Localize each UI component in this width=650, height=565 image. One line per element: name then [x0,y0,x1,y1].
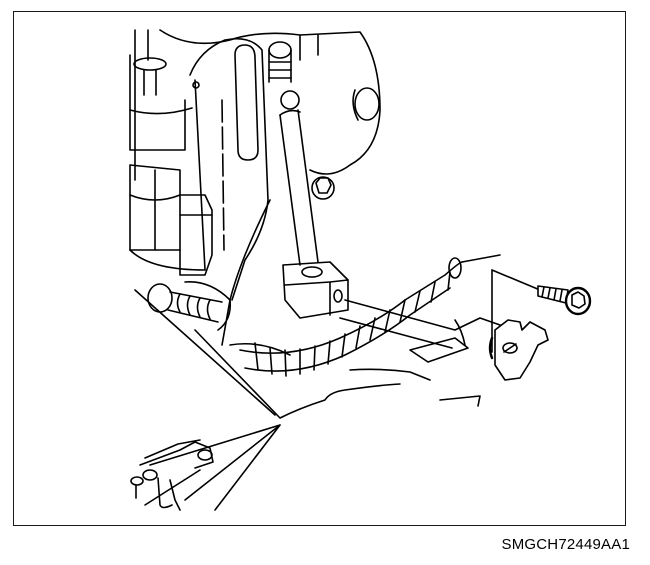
wiring-harness [239,257,463,377]
actuator-housing [129,54,213,276]
slotted-bracket [189,37,269,301]
figure-caption-code: SMGCH72449AA1 [501,536,630,553]
ground-strap [339,299,501,363]
bolt [537,285,592,316]
mounting-nut [311,176,335,200]
mounting-tab [488,319,549,381]
bracket-leg [221,199,271,346]
rod-clamp [282,261,349,319]
left-bolt-assembly [147,281,232,331]
leader-lines [439,254,541,407]
body-edge [134,289,431,419]
engine-block [134,29,381,181]
ground-strap-terminal [409,337,469,363]
lower-housing [130,424,281,511]
linkage-rod [268,41,319,266]
